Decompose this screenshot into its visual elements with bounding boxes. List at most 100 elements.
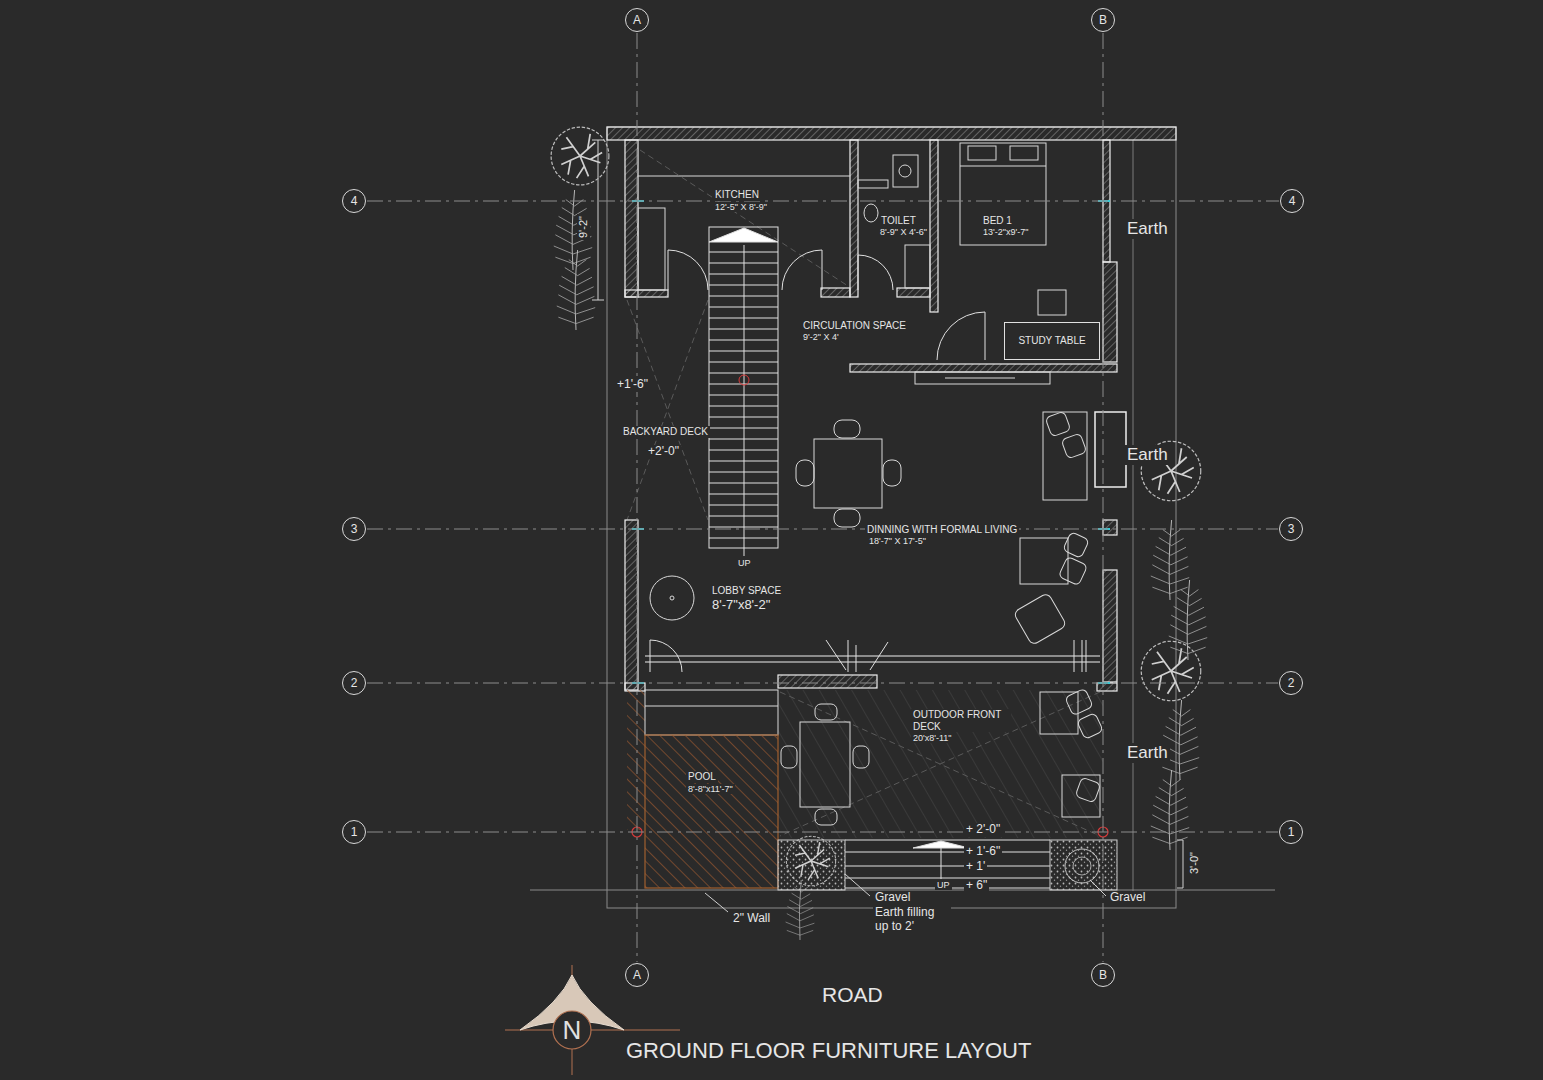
grid-bubble: 2 bbox=[342, 671, 366, 695]
room-dimension: 8'-7"x8'-2" bbox=[712, 597, 770, 612]
backyard-deck bbox=[627, 300, 708, 520]
site-note: Earth bbox=[1127, 445, 1168, 464]
wall bbox=[930, 140, 938, 312]
room-dimension: 13'-2"x9'-7" bbox=[983, 227, 1028, 237]
shrub-symbol bbox=[1169, 580, 1207, 660]
site-boundary bbox=[1133, 140, 1134, 905]
furniture bbox=[1077, 713, 1104, 740]
front-deck bbox=[778, 690, 1103, 838]
wall bbox=[1103, 570, 1117, 682]
leader-line bbox=[845, 874, 870, 896]
level-mark: +2'-0" bbox=[648, 444, 679, 458]
room-name: CIRCULATION SPACE bbox=[803, 320, 906, 331]
wall bbox=[778, 675, 877, 688]
grid-label: 3 bbox=[1288, 523, 1295, 535]
kitchen-fixture bbox=[638, 176, 850, 177]
level-mark: + 1' bbox=[966, 859, 985, 873]
dimension-text: 3'-0" bbox=[1188, 850, 1201, 876]
furniture-label: STUDY TABLE bbox=[1018, 336, 1085, 346]
grid-label: 2 bbox=[351, 677, 358, 689]
window bbox=[645, 662, 1100, 663]
stair-direction: UP bbox=[935, 880, 952, 890]
window bbox=[1095, 412, 1126, 487]
room-dimension: 20'x8'-11" bbox=[911, 733, 954, 743]
room-dimension: 12'-5" X 8'-9" bbox=[713, 202, 769, 212]
material-note: Gravel bbox=[1110, 890, 1145, 904]
level-mark: + 1'-6" bbox=[964, 845, 1002, 859]
room-dimension: 20'x8'-11" bbox=[913, 733, 952, 743]
grid-line bbox=[367, 529, 1278, 530]
tree-symbol bbox=[1141, 641, 1201, 701]
door-swing bbox=[858, 255, 893, 290]
bed bbox=[945, 378, 1015, 379]
furniture-box: STUDY TABLE bbox=[1004, 322, 1100, 360]
level-mark: + 2'-0" bbox=[966, 822, 1000, 836]
grid-line bbox=[367, 201, 1279, 202]
room-name: LOBBY SPACE bbox=[712, 585, 781, 596]
toilet-fixture bbox=[905, 245, 930, 288]
tree-symbol bbox=[786, 836, 835, 885]
room-dimension: 9'-2" X 4' bbox=[801, 332, 841, 342]
material-note: Gravel bbox=[875, 890, 910, 904]
room-name: KITCHEN bbox=[715, 189, 759, 200]
column-marker bbox=[632, 201, 1110, 683]
wall bbox=[607, 127, 1176, 691]
site-note: Earth bbox=[1125, 743, 1170, 763]
furniture bbox=[815, 704, 837, 720]
room-name: KITCHEN bbox=[713, 189, 761, 201]
window bbox=[645, 656, 1100, 657]
entry-steps bbox=[1073, 857, 1091, 875]
wall bbox=[625, 140, 638, 297]
grid-bubble: 3 bbox=[1279, 517, 1303, 541]
grid-line bbox=[367, 683, 1278, 684]
furniture bbox=[650, 576, 694, 620]
level-mark: +1'-6" bbox=[615, 378, 650, 392]
material-note: Gravel bbox=[873, 891, 912, 905]
material-note: Gravel bbox=[1108, 891, 1147, 905]
level-mark: + 6" bbox=[966, 878, 987, 892]
shrub-symbol bbox=[554, 190, 592, 270]
grid-label: B bbox=[1099, 969, 1107, 981]
grid-bubble: 4 bbox=[1280, 189, 1304, 213]
room-name: BACKYARD DECK bbox=[621, 426, 710, 438]
room-name: DINNING WITH FORMAL LIVING bbox=[867, 524, 1017, 535]
wall bbox=[897, 288, 930, 297]
toilet-fixture bbox=[858, 180, 888, 188]
grid-bubble: 1 bbox=[342, 820, 366, 844]
north-symbol: N bbox=[552, 1010, 592, 1050]
level-mark: + 1'-6" bbox=[966, 844, 1000, 858]
wall bbox=[1103, 520, 1117, 535]
dimension-text: 3'-0" bbox=[1188, 852, 1200, 874]
wall bbox=[1103, 262, 1117, 362]
room-dimension: 8'-9" X 4'-6" bbox=[878, 227, 929, 237]
entry-steps bbox=[1065, 849, 1099, 883]
wall bbox=[625, 290, 668, 297]
staircase bbox=[744, 245, 745, 556]
room-name: POOL bbox=[688, 771, 716, 782]
door-swing bbox=[668, 250, 708, 290]
room-dimension: 13'-2"x9'-7" bbox=[981, 227, 1030, 237]
pool bbox=[627, 690, 645, 830]
room-name: TOILET bbox=[881, 215, 916, 226]
wall bbox=[607, 127, 1176, 140]
room-name: LOBBY SPACE bbox=[710, 585, 783, 597]
room-dimension: 12'-5" X 8'-9" bbox=[715, 202, 767, 212]
room-name: POOL bbox=[686, 771, 718, 783]
furniture bbox=[1065, 688, 1093, 715]
grid-label: 2 bbox=[1288, 677, 1295, 689]
door-swing bbox=[1074, 640, 1086, 672]
material-note: Earth filling up to 2' bbox=[873, 906, 951, 934]
grid-label: B bbox=[1099, 14, 1107, 26]
backyard-deck bbox=[627, 300, 708, 520]
shrub-symbol bbox=[1151, 520, 1189, 600]
grid-label: 4 bbox=[351, 195, 358, 207]
furniture bbox=[1043, 412, 1087, 500]
drawing-title: GROUND FLOOR FURNITURE LAYOUT bbox=[626, 1038, 1031, 1063]
staircase bbox=[709, 228, 778, 242]
grid-bubble: A bbox=[625, 963, 649, 987]
room-name: OUTDOOR FRONT DECK bbox=[913, 709, 1001, 732]
room-dimension: 18'-7" X 17'-5" bbox=[869, 536, 926, 546]
stair-direction: UP bbox=[736, 558, 753, 568]
furniture bbox=[1063, 532, 1090, 559]
pool bbox=[645, 706, 778, 707]
